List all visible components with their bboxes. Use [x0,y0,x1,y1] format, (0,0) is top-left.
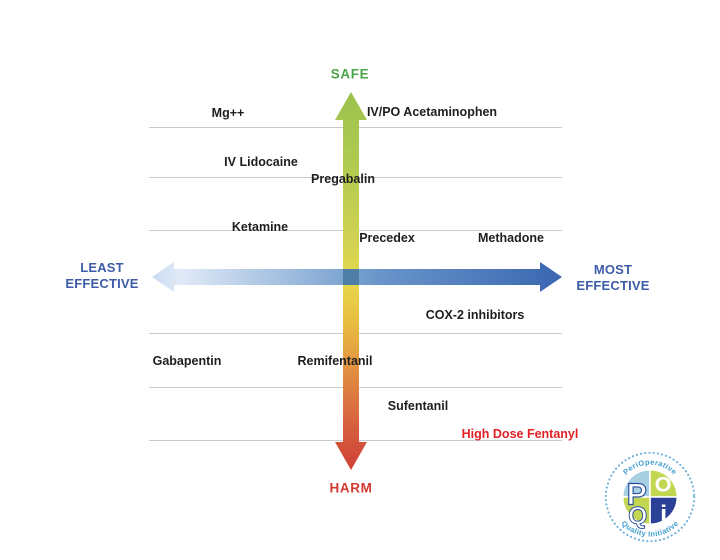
drug-label: Precedex [359,231,415,245]
drug-label: Sufentanil [387,399,449,413]
drug-label: IV Lidocaine [224,155,298,169]
drug-label: Methadone [478,231,544,245]
safe-axis-label: SAFE [330,66,370,82]
drug-label: Pregabalin [311,172,375,186]
logo-dotted-ring [604,451,696,543]
most-effective-label: MOST EFFECTIVE [576,262,649,294]
logo-letter-p: P [627,479,647,512]
logo-quadrant-bottom-right [649,496,679,526]
least-effective-label: LEAST EFFECTIVE [65,260,138,292]
drug-label: Ketamine [231,220,289,234]
least-effective-line2: EFFECTIVE [65,276,139,291]
most-effective-line2: EFFECTIVE [576,278,650,293]
drug-label: IV/PO Acetaminophen [366,105,498,119]
drug-label: COX-2 inhibitors [425,308,525,322]
most-effective-line1: MOST [593,262,633,277]
safety-axis-arrow [335,92,367,470]
gridline [149,387,562,388]
effectiveness-axis-arrow [152,262,562,292]
drug-label: Gabapentin [152,354,222,368]
logo-quadrant-bottom-left [621,496,651,526]
logo-letter-i: i [660,500,667,528]
drug-label: High Dose Fentanyl [461,427,579,441]
axes-crossing-patch [343,269,359,285]
gridline [149,333,562,334]
logo-quadrant-top-right [649,468,679,498]
gridline [149,127,562,128]
drug-label: Remifentanil [297,354,373,368]
harm-axis-label: HARM [329,480,373,496]
least-effective-line1: LEAST [80,260,124,275]
poqi-logo: PeriOperative Quality Initiative P O Q i [604,451,696,543]
logo-letter-q: Q [628,502,647,529]
logo-letter-o: O [655,471,672,496]
logo-quadrants [621,468,679,526]
drug-label: Mg++ [211,106,245,120]
logo-quadrant-top-left [621,468,651,498]
